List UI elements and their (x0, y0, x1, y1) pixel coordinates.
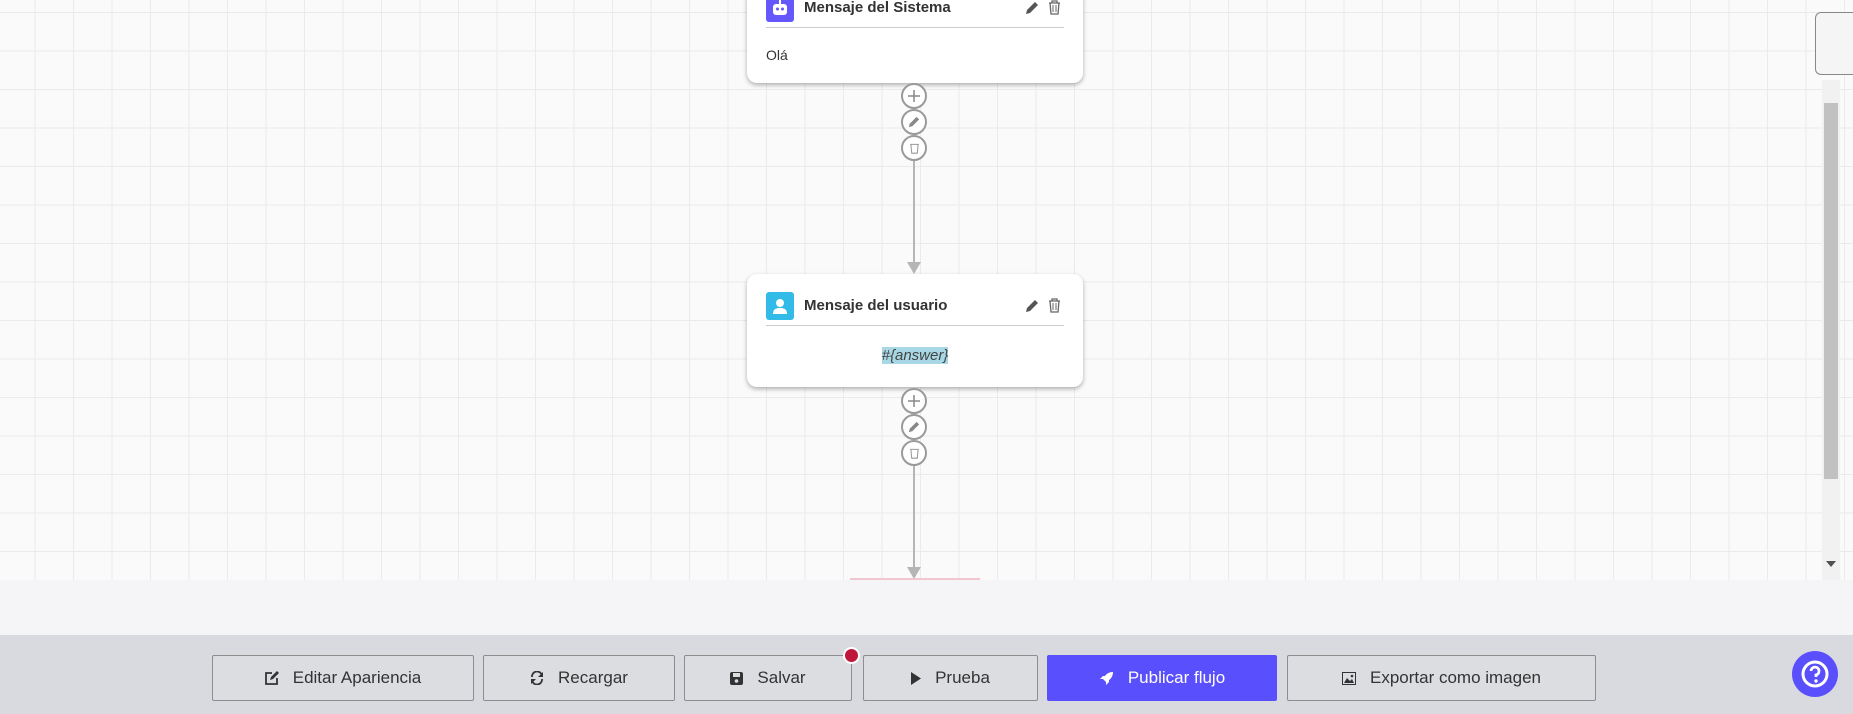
image-icon (1341, 671, 1356, 685)
button-label: Salvar (757, 668, 806, 687)
add-node-button[interactable] (901, 388, 927, 414)
bottom-toolbar: Editar Apariencia Recargar Salvar Prueba… (0, 635, 1853, 714)
test-button[interactable]: Prueba (863, 655, 1038, 701)
publish-flow-button[interactable]: Publicar flujo (1047, 655, 1277, 701)
question-icon (1801, 660, 1829, 688)
button-label: Publicar flujo (1127, 668, 1226, 687)
minimap-panel[interactable] (1815, 12, 1853, 75)
node-header: Mensaje del Sistema (766, 0, 1064, 28)
delete-node-icon[interactable] (1044, 296, 1064, 316)
button-label: Editar Apariencia (292, 668, 422, 687)
add-node-button[interactable] (901, 83, 927, 109)
save-button[interactable]: Salvar (684, 655, 852, 701)
delete-node-icon[interactable] (1044, 0, 1064, 18)
connector-line (913, 161, 915, 264)
button-label: Exportar como imagen (1369, 668, 1542, 687)
node-title: Mensaje del usuario (804, 297, 948, 314)
node-content: Olá (766, 47, 788, 63)
next-node-edge (850, 578, 980, 580)
edit-appearance-button[interactable]: Editar Apariencia (212, 655, 474, 701)
save-icon (730, 671, 744, 685)
robot-icon (766, 0, 794, 22)
delete-connection-button[interactable] (901, 440, 927, 466)
vertical-scrollbar[interactable] (1822, 80, 1840, 580)
edit-node-icon[interactable] (1022, 296, 1042, 316)
edit-connection-button[interactable] (901, 109, 927, 135)
edit-node-icon[interactable] (1022, 0, 1042, 18)
flow-canvas[interactable]: Mensaje del Sistema Olá Mensaje del usua… (0, 0, 1853, 580)
help-button[interactable] (1792, 651, 1838, 697)
user-icon (766, 291, 794, 320)
system-message-node[interactable]: Mensaje del Sistema Olá (747, 0, 1083, 83)
scrollbar-thumb[interactable] (1824, 103, 1838, 479)
node-title: Mensaje del Sistema (804, 0, 951, 16)
rocket-icon (1099, 671, 1113, 685)
edit-icon (264, 671, 279, 685)
node-header: Mensaje del usuario (766, 286, 1064, 326)
answer-variable: #{answer} (881, 347, 949, 364)
button-label: Prueba (935, 668, 990, 687)
connector-arrow (907, 262, 921, 274)
refresh-icon (531, 671, 544, 685)
unsaved-changes-dot (843, 647, 860, 664)
button-label: Recargar (558, 668, 628, 687)
connector-line (913, 466, 915, 570)
scroll-down-arrow[interactable] (1826, 561, 1836, 567)
user-message-node[interactable]: Mensaje del usuario #{answer} (747, 274, 1083, 387)
edit-connection-button[interactable] (901, 414, 927, 440)
play-icon (911, 671, 922, 685)
export-image-button[interactable]: Exportar como imagen (1287, 655, 1596, 701)
connector-arrow (907, 567, 921, 579)
reload-button[interactable]: Recargar (483, 655, 675, 701)
delete-connection-button[interactable] (901, 135, 927, 161)
